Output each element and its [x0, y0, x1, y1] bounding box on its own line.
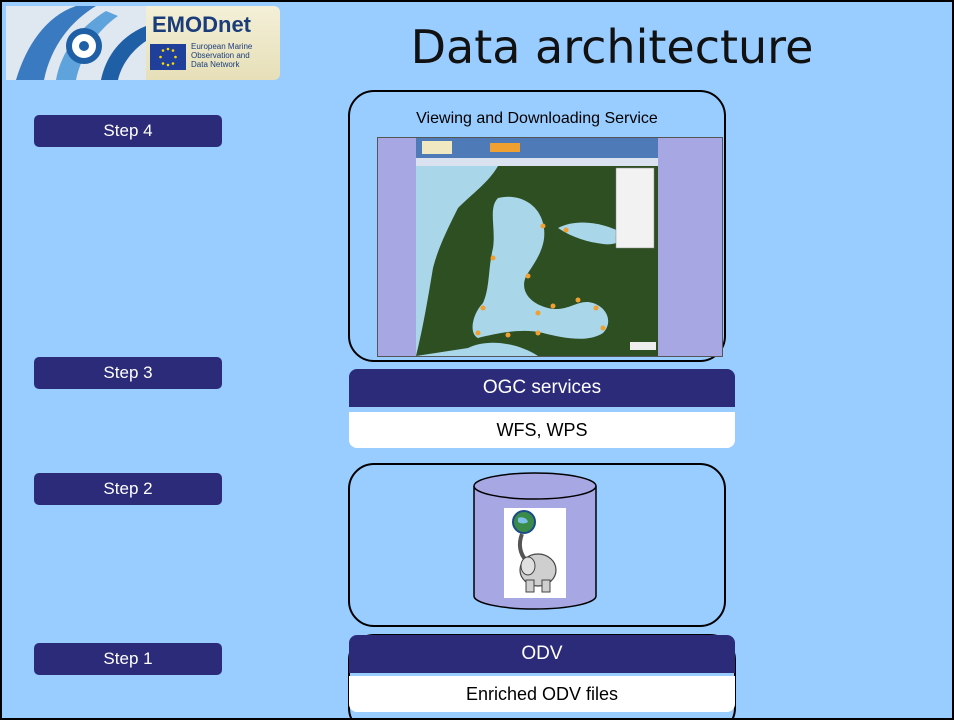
step-3-label: Step 3 — [34, 357, 222, 389]
map-image — [416, 138, 658, 356]
viewing-service-title: Viewing and Downloading Service — [416, 110, 658, 127]
viewing-service-panel — [348, 90, 726, 362]
logo-name: EMODnet — [152, 12, 251, 37]
database-cylinder-icon — [473, 472, 597, 610]
odv-header: ODV — [349, 635, 735, 673]
slide-title: Data architecture — [410, 20, 814, 74]
step-1-label: Step 1 — [34, 643, 222, 675]
emodnet-logo: EMODnet European Marine Observation and … — [6, 6, 280, 80]
wave-logo-icon — [6, 6, 146, 80]
ogc-services-header: OGC services — [349, 369, 735, 407]
postgresql-elephant-icon — [512, 510, 557, 593]
odv-detail: Enriched ODV files — [349, 676, 735, 712]
database-panel — [348, 463, 726, 627]
portal-screenshot — [377, 137, 723, 357]
step-2-label: Step 2 — [34, 473, 222, 505]
step-4-label: Step 4 — [34, 115, 222, 147]
eu-flag-icon — [150, 44, 186, 70]
ogc-services-detail: WFS, WPS — [349, 412, 735, 448]
logo-subtitle: European Marine Observation and Data Net… — [191, 42, 253, 69]
